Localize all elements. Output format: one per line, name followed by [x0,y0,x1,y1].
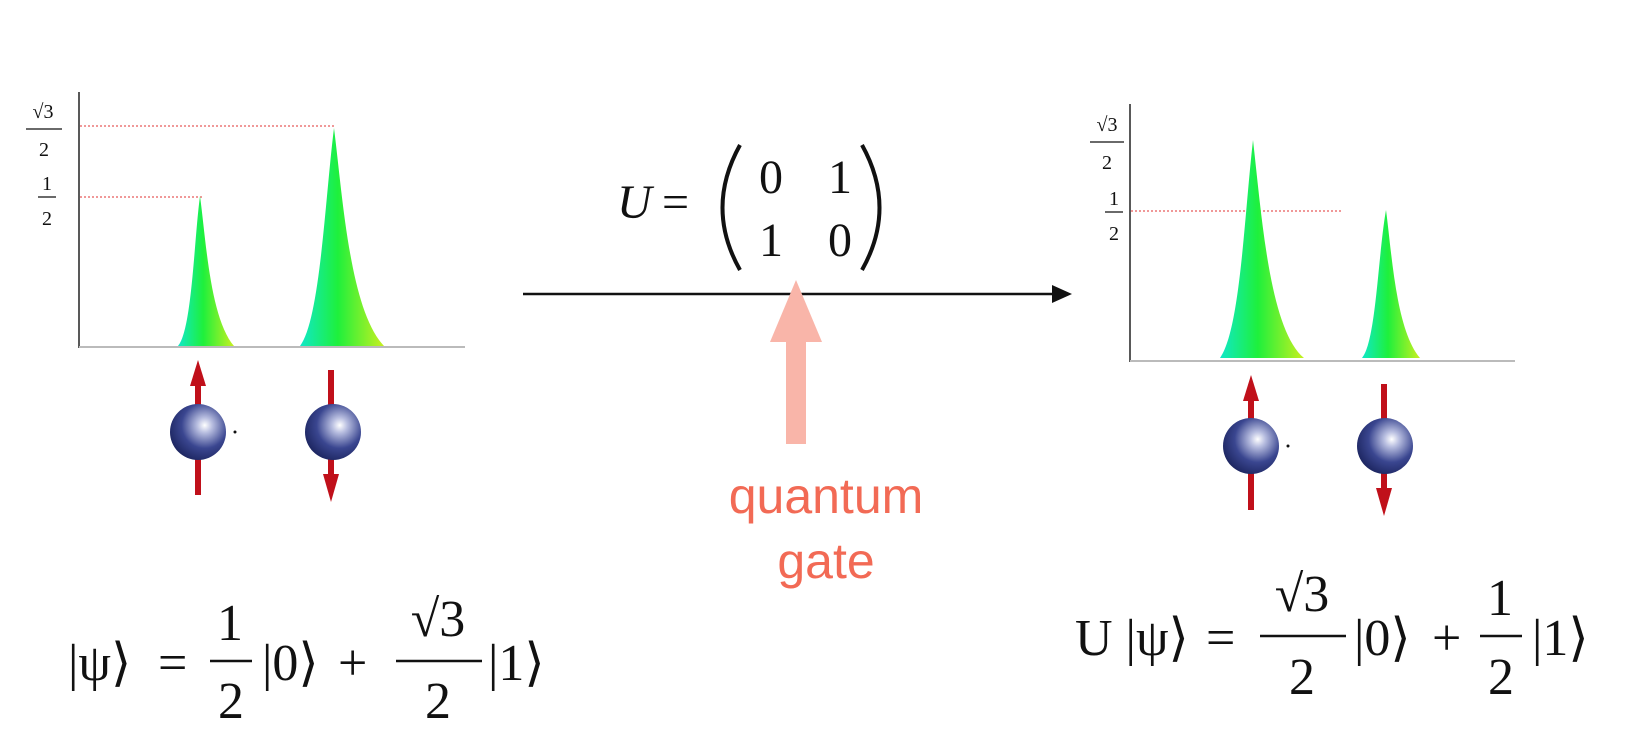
ket-psi: |ψ⟩ [68,635,131,692]
tick-denominator: 2 [39,139,49,161]
right-peak-state-0 [1220,140,1304,358]
operator-u: U [617,176,655,229]
arrow-right-icon [1052,285,1072,303]
arrow-up-icon [770,280,822,342]
matrix-cell: 1 [759,214,783,267]
right-y-tick-sqrt3-2: √3 2 [1090,114,1124,174]
coef0-numerator: √3 [1275,566,1330,623]
left-state-equation: |ψ⟩ = 1 2 |0⟩ + √3 2 |1⟩ [68,591,545,730]
arrow-down-icon [1376,488,1392,516]
equals-sign: = [158,635,187,692]
equals-sign: = [662,176,689,229]
tick-denominator: 2 [1102,152,1112,174]
plus-sign: + [338,635,367,692]
tick-numerator: √3 [1097,114,1118,136]
electron-ball-icon [1357,418,1413,474]
left-plot: √3 2 1 2 [26,92,465,348]
coef1-numerator: √3 [411,591,466,648]
left-y-tick-sqrt3-2: √3 2 [26,101,62,161]
tick-denominator: 2 [1109,223,1119,245]
tick-numerator: 1 [42,173,52,195]
u-ket-psi: U |ψ⟩ [1075,610,1189,667]
tick-numerator: 1 [1109,188,1119,210]
matrix-cell: 1 [828,151,852,204]
left-y-tick-1-2: 1 2 [38,173,56,230]
plus-sign: + [1432,610,1461,667]
right-state-equation: U |ψ⟩ = √3 2 |0⟩ + 1 2 |1⟩ [1075,566,1589,706]
left-spin-up [170,360,237,495]
coef0-denominator: 2 [218,673,244,730]
transform-arrow [523,285,1072,303]
equals-sign: = [1206,610,1235,667]
matrix-right-paren [860,144,882,271]
tick-denominator: 2 [42,208,52,230]
arrow-up-icon [190,360,206,386]
coef1-numerator: 1 [1487,570,1513,627]
matrix-cell: 0 [759,151,783,204]
ket-0: |0⟩ [1354,610,1411,667]
electron-ball-icon [1223,418,1279,474]
coef1-denominator: 2 [1488,649,1514,706]
left-spin-down [305,370,361,502]
tick-numerator: √3 [33,101,54,123]
right-y-tick-1-2: 1 2 [1105,188,1123,245]
gate-label-line1: quantum [729,468,924,524]
left-peak-state-1 [300,128,384,346]
right-spin-down [1357,384,1413,516]
matrix-cell: 0 [828,214,852,267]
gate-pointer-arrow [770,280,822,444]
arrow-up-icon [1243,375,1259,401]
ket-1: |1⟩ [488,635,545,692]
coef0-numerator: 1 [217,595,243,652]
ket-1: |1⟩ [1532,610,1589,667]
gate-equation: U = 0 1 1 0 [617,144,882,271]
ket-0: |0⟩ [262,635,319,692]
electron-ball-icon [305,404,361,460]
coef1-denominator: 2 [425,673,451,730]
coef0-denominator: 2 [1289,649,1315,706]
electron-ball-icon [170,404,226,460]
right-plot: √3 2 1 2 [1090,104,1515,362]
right-peak-state-1 [1362,210,1420,358]
left-peak-state-0 [178,196,234,346]
gate-label-line2: gate [777,533,874,589]
right-spin-up [1223,375,1290,510]
arrow-down-icon [323,474,339,502]
matrix-left-paren [720,144,742,271]
